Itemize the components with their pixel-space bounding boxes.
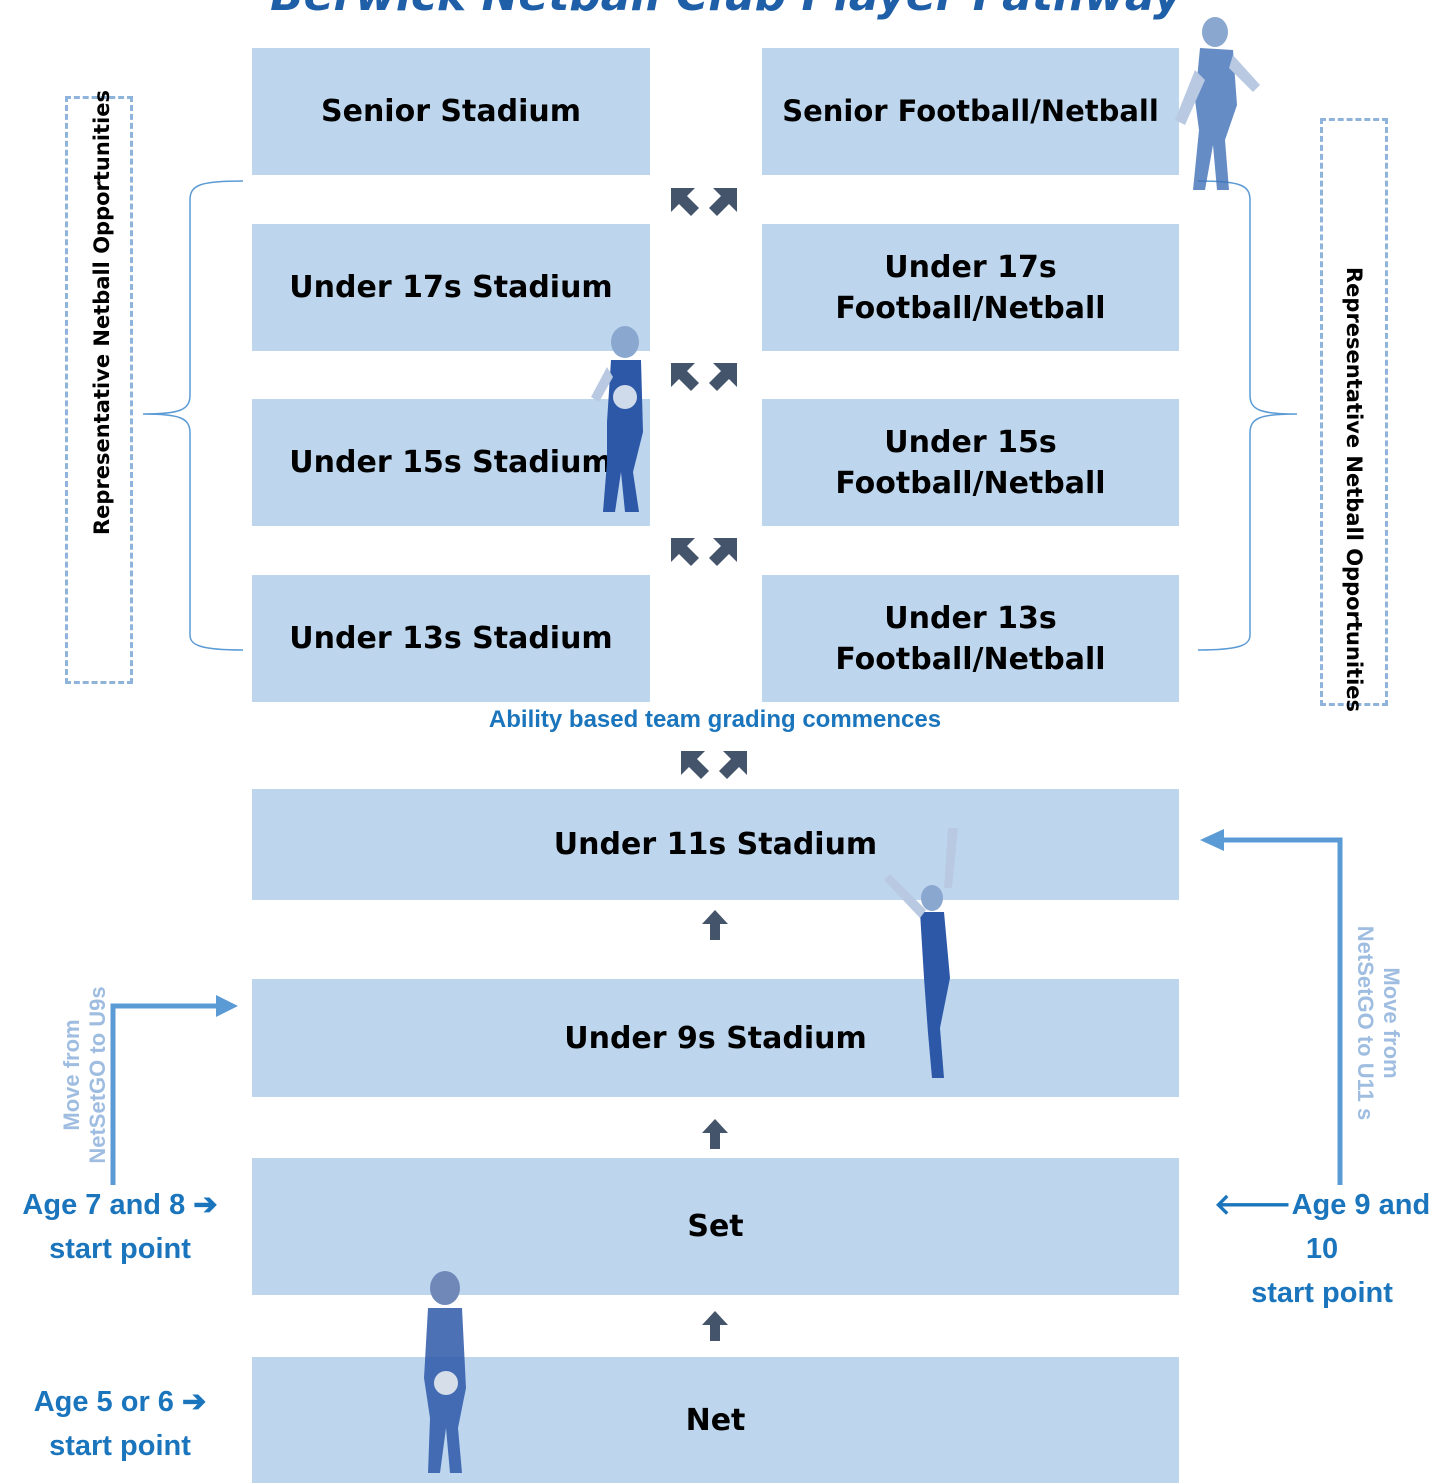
stage-u13-stadium: Under 13s Stadium — [252, 575, 650, 702]
diagonal-double-arrow-icon — [671, 363, 737, 391]
stage-set: Set — [252, 1158, 1179, 1295]
up-arrow-icon — [702, 1311, 728, 1341]
start-point-age-9-10: 🡐Age 9 and 10 start point — [1213, 1189, 1431, 1309]
stage-senior-stadium: Senior Stadium — [252, 48, 650, 175]
player-silhouette-u15 — [591, 326, 643, 512]
representative-left-label: Representative Netball Opportunities — [90, 89, 114, 535]
player-silhouette-u11 — [884, 828, 958, 1078]
stage-u9-stadium: Under 9s Stadium — [252, 979, 1179, 1097]
start-point-age-5-6: Age 5 or 6 ➔ start point — [33, 1386, 207, 1462]
diagonal-double-arrow-icon — [671, 538, 737, 566]
stage-u15-stadium: Under 15s Stadium — [252, 399, 650, 526]
up-arrow-icon — [702, 910, 728, 940]
stage-net: Net — [252, 1357, 1179, 1483]
move-to-u9-label: Move from NetSetGO to U9s — [59, 986, 110, 1164]
player-silhouette-net — [424, 1271, 466, 1473]
stage-u15-football-netball: Under 15s Football/Netball — [762, 399, 1179, 526]
stage-u13-football-netball: Under 13s Football/Netball — [762, 575, 1179, 702]
move-to-u11-label: Move from NetSetGO to U11 s — [1353, 925, 1404, 1121]
stage-u17-football-netball: Under 17s Football/Netball — [762, 224, 1179, 351]
up-arrow-icon — [702, 1119, 728, 1149]
representative-right-frame — [1320, 118, 1388, 706]
player-silhouette-senior — [1175, 17, 1260, 190]
representative-left-frame — [65, 96, 133, 684]
diagram-title: Berwick Netball Club Player Pathway — [0, 0, 1452, 26]
diagonal-double-arrow-icon — [671, 188, 737, 216]
stage-u17-stadium: Under 17s Stadium — [252, 224, 650, 351]
diagonal-double-arrow-icon — [681, 751, 747, 779]
grading-note: Ability based team grading commences — [488, 706, 942, 733]
start-point-age-7-8: Age 7 and 8 ➔ start point — [22, 1189, 218, 1265]
stage-u11-stadium: Under 11s Stadium — [252, 789, 1179, 900]
stage-senior-football-netball: Senior Football/Netball — [762, 48, 1179, 175]
representative-right-label: Representative Netball Opportunities — [1342, 267, 1366, 713]
